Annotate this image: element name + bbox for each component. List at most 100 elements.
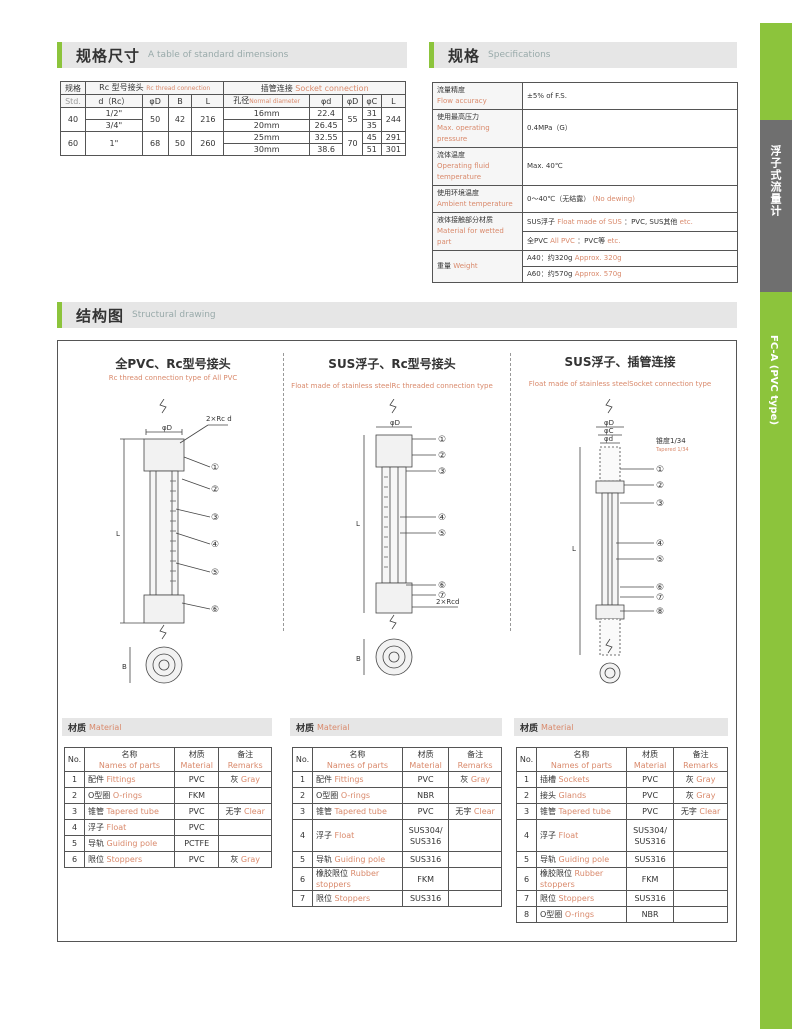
table-row: 6 限位 Stoppers PVC 灰 Gray bbox=[64, 851, 272, 868]
taper-label-en: Tapered 1/34 bbox=[655, 447, 689, 453]
section-header-dims: 规格尺寸 A table of standard dimensions bbox=[57, 42, 407, 68]
col-nominal: 孔径Normal diameter bbox=[223, 94, 310, 108]
table-row: A60：约570g Approx. 570g bbox=[433, 266, 738, 283]
side-band-highlight bbox=[760, 120, 792, 292]
rc-label: 2×Rc d bbox=[206, 415, 232, 423]
table-row: 30mm 38.6 51 301 bbox=[61, 143, 407, 156]
col-phiD: φD bbox=[141, 94, 169, 108]
col-phid: φd bbox=[308, 94, 344, 108]
side-band: 浮子式流量计 FC-A (PVC type) bbox=[760, 23, 792, 1029]
callout: ② bbox=[656, 481, 664, 491]
col-L2: L bbox=[380, 94, 407, 108]
col-no: No. bbox=[516, 747, 537, 772]
drawing-subtitle-3: Float made of stainless steelSocket conn… bbox=[528, 380, 712, 388]
table-row: 7 限位 Stoppers SUS316 bbox=[292, 890, 502, 907]
table-row: 2 O型圈 O-rings NBR bbox=[292, 787, 502, 804]
table-row: 5 导轨 Guiding pole PCTFE bbox=[64, 835, 272, 852]
table-row: 2 接头 Glands PVC 灰 Gray bbox=[516, 787, 728, 804]
L-label: L bbox=[572, 545, 576, 553]
callout: ⑦ bbox=[438, 591, 446, 601]
taper-label: 锥度1/34 bbox=[656, 436, 686, 445]
table-row: 2 O型圈 O-rings FKM bbox=[64, 787, 272, 804]
callout: ④ bbox=[211, 540, 219, 550]
callout: ① bbox=[211, 463, 219, 473]
col-phiC: φC bbox=[361, 94, 382, 108]
section-subtitle: A table of standard dimensions bbox=[148, 50, 289, 60]
drawing-frame: 全PVC、Rc型号接头 Rc thread connection type of… bbox=[57, 340, 737, 942]
rcd-label: 2×Rcd bbox=[436, 598, 459, 606]
divider bbox=[283, 353, 284, 631]
table-row: 1 插槽 Sockets PVC 灰 Gray bbox=[516, 771, 728, 788]
callout: ④ bbox=[438, 513, 446, 523]
section-accent-bar bbox=[57, 302, 62, 328]
B-label: B bbox=[122, 663, 127, 671]
table-row: 3 锥管 Tapered tube PVC 无字 Clear bbox=[292, 803, 502, 820]
section-accent-bar bbox=[429, 42, 434, 68]
callout: ⑤ bbox=[211, 568, 219, 578]
col-phiD2: φD bbox=[342, 94, 363, 108]
callout: ④ bbox=[656, 539, 664, 549]
side-band-model: FC-A (PVC type) bbox=[768, 335, 779, 426]
section-title: 规格 bbox=[448, 46, 481, 65]
table-row: 60 1" 68 50 260 25mm 32.55 70 45 291 bbox=[59, 131, 407, 156]
callout: ⑤ bbox=[656, 555, 664, 565]
callout: ⑥ bbox=[211, 605, 219, 615]
callout: ① bbox=[438, 435, 446, 445]
section-subtitle: Specifications bbox=[488, 50, 551, 60]
col-no: No. bbox=[64, 747, 85, 772]
side-band-title: 浮子式流量计 bbox=[769, 145, 782, 217]
callout: ⑧ bbox=[656, 607, 664, 617]
table-row: 5 导轨 Guiding pole SUS316 bbox=[516, 851, 728, 868]
section-subtitle: Structural drawing bbox=[132, 310, 216, 320]
section-header-struct: 结构图 Structural drawing bbox=[57, 302, 737, 328]
section-accent-bar bbox=[57, 42, 62, 68]
drawing-title-2: SUS浮子、Rc型号接头 bbox=[328, 357, 456, 371]
col-rc-group: Rc 型号接头 Rc thread connection bbox=[85, 81, 225, 95]
table-row: 6 橡胶限位 Rubber stoppers FKM bbox=[292, 867, 502, 891]
table-row: 4 浮子 Float SUS304/SUS316 bbox=[292, 819, 502, 852]
section-header-spec: 规格 Specifications bbox=[429, 42, 737, 68]
callout: ③ bbox=[211, 513, 219, 523]
section-title: 结构图 bbox=[76, 306, 125, 325]
callout: ⑦ bbox=[656, 593, 664, 603]
table-row: 8 O型圈 O-rings NBR bbox=[516, 906, 728, 923]
drawing-subtitle-1: Rc thread connection type of All PVC bbox=[108, 374, 238, 382]
table-row: 1 配件 Fittings PVC 灰 Gray bbox=[292, 771, 502, 788]
phiC-label: φC bbox=[604, 427, 614, 435]
table-row: 6 橡胶限位 Rubber stoppers FKM bbox=[516, 867, 728, 891]
L-label: L bbox=[356, 520, 360, 528]
dimensions-table: 规格 Rc 型号接头 Rc thread connection 插管连接 Soc… bbox=[59, 81, 407, 156]
col-d: d（Rc） bbox=[85, 94, 143, 108]
drawing-3-svg: φD φC φd 锥度1/34 Tapered 1/34 L ① ② ③ ④ ⑤… bbox=[572, 399, 689, 684]
table-row: 3 锥管 Tapered tube PVC 无字 Clear bbox=[64, 803, 272, 820]
col-std: 规格 bbox=[59, 81, 87, 95]
divider bbox=[510, 353, 511, 631]
drawing-2-svg: φD 2×Rcd L B ① ② ③ ④ ⑤ ⑥ ⑦ bbox=[356, 399, 459, 676]
callout: ① bbox=[656, 465, 664, 475]
table-row: 5 导轨 Guiding pole SUS316 bbox=[292, 851, 502, 868]
drawing-1-svg: φD 2×Rc d L B ① ② ③ ④ ⑤ ⑥ bbox=[116, 399, 232, 684]
table-row: 3 锥管 Tapered tube PVC 无字 Clear bbox=[516, 803, 728, 820]
section-title: 规格尺寸 bbox=[76, 46, 141, 65]
phiD-label: φD bbox=[604, 419, 614, 427]
callout: ③ bbox=[656, 499, 664, 509]
col-no: No. bbox=[292, 747, 313, 772]
